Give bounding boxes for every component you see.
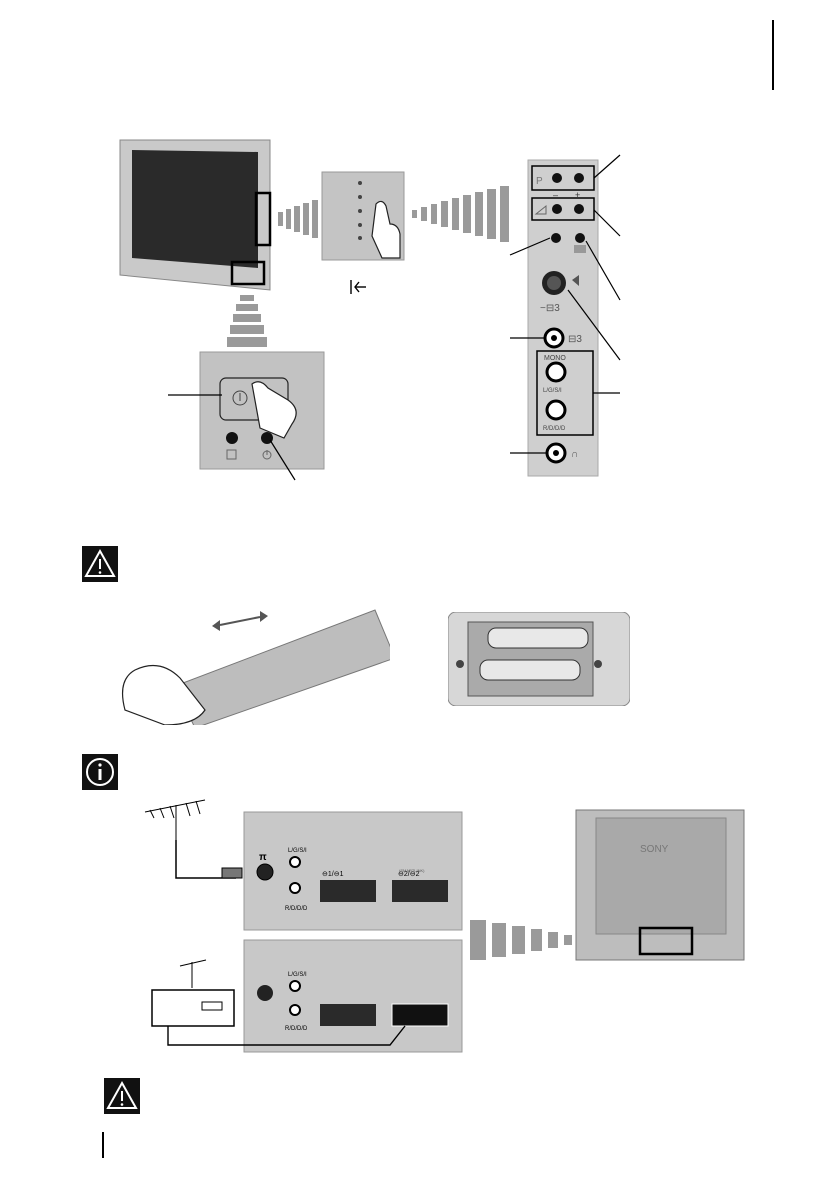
connection-diagram: π L/G/S/I R/D/D/D ⊖1/⊖1 ⊖2/⊖2 (SMARTLINK… <box>144 799 745 1053</box>
svideo-label: −⊟3 <box>540 303 560 314</box>
svg-text:π: π <box>259 852 267 863</box>
prog-label: P <box>536 176 543 187</box>
top-rule <box>772 20 774 90</box>
video-label: ⊟3 <box>568 334 582 345</box>
volume-icon <box>534 204 547 215</box>
rear-right-label-a: R/D/D/D <box>285 906 308 912</box>
vol-up-button[interactable] <box>574 204 584 214</box>
zoom-wedge-4 <box>470 920 572 960</box>
minus-label: – <box>553 190 558 200</box>
mono-label: MONO <box>544 355 566 362</box>
scart2-label-a: ⊖2/⊖2 <box>398 871 420 878</box>
callout-lines <box>509 154 621 454</box>
info-icon <box>82 754 118 790</box>
rear-right-label-b: R/D/D/D <box>285 1026 308 1032</box>
menu-button[interactable] <box>575 233 585 243</box>
tv-front <box>119 139 272 291</box>
zoom-wedge-1 <box>278 200 318 238</box>
prog-down-button[interactable] <box>552 173 562 183</box>
audio-left-socket[interactable] <box>545 361 567 383</box>
audio-right-socket[interactable] <box>545 399 567 421</box>
front-connector-panel: P – + −⊟3 ⊟3 MONO L/G/S/I R/D/D/D ∩ <box>527 159 599 477</box>
side-panel-zoom <box>321 171 405 261</box>
rf-input-a[interactable] <box>256 863 274 881</box>
warning-icon <box>82 546 118 582</box>
tv-back-brand: SONY <box>640 844 669 855</box>
open-icon <box>350 280 366 294</box>
front-controls-diagram: P – + −⊟3 ⊟3 MONO L/G/S/I R/D/D/D ∩ <box>119 139 621 481</box>
scart2-sub-a: (SMARTLINK) <box>399 868 425 873</box>
audio-right-label: R/D/D/D <box>543 426 566 432</box>
standby-icon <box>232 390 248 406</box>
reset-button[interactable] <box>226 432 238 444</box>
vol-down-button[interactable] <box>552 204 562 214</box>
rear-left-label-a: L/G/S/I <box>288 848 307 854</box>
headphone-icon: ∩ <box>571 449 578 460</box>
rear-left-label-b: L/G/S/I <box>288 972 307 978</box>
prog-up-button[interactable] <box>574 173 584 183</box>
scart1-label-a: ⊖1/⊖1 <box>322 871 344 878</box>
tv-back: SONY <box>575 809 745 961</box>
warning-icon-bottom <box>104 1078 140 1114</box>
bottom-panel-zoom <box>199 351 325 470</box>
battery-compartment-diagram <box>448 612 630 706</box>
zoom-wedge-3 <box>227 295 267 347</box>
zoom-wedge-2 <box>412 186 509 242</box>
audio-left-label: L/G/S/I <box>543 388 562 394</box>
antenna-icon <box>144 799 236 879</box>
plus-label: + <box>575 190 580 200</box>
input-select-button[interactable] <box>551 233 561 243</box>
bottom-rule <box>102 1132 104 1158</box>
remote-open-diagram <box>122 609 390 725</box>
